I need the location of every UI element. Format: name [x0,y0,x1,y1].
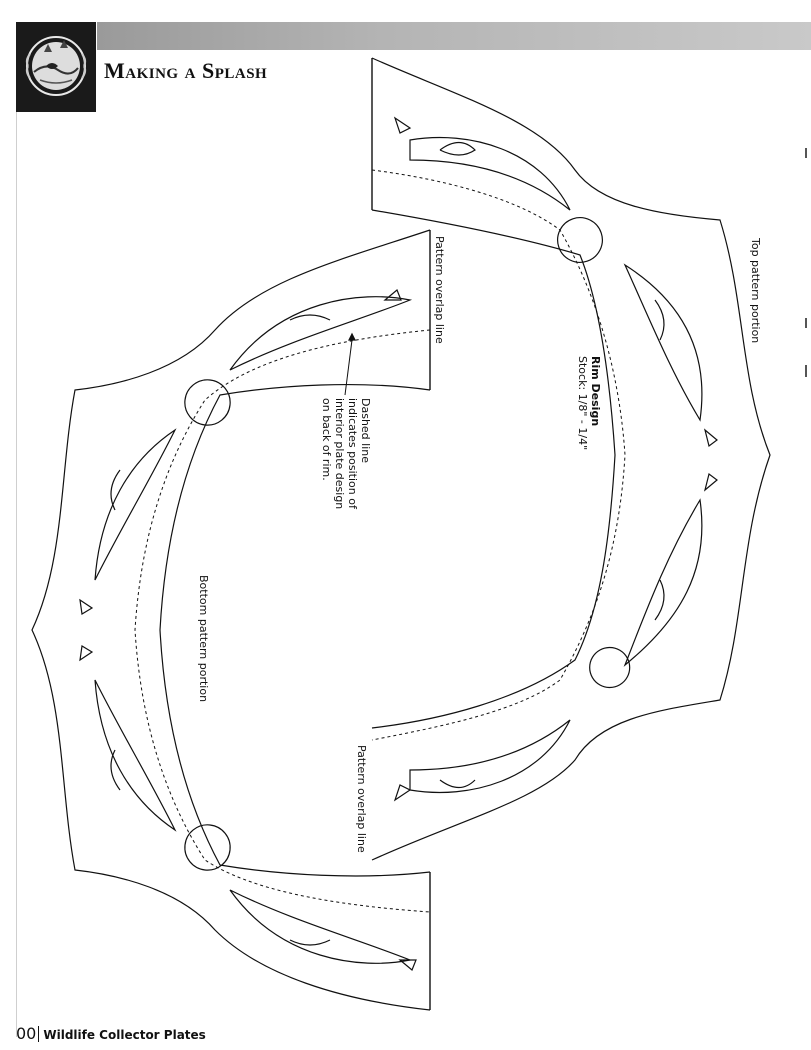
edge-mark [805,318,807,328]
overlap-line-label-top: Pattern overlap line [433,236,446,344]
footer-divider [38,1026,40,1042]
bottom-pattern-portion [31,229,431,1011]
page-footer: 00 Wildlife Collector Plates [16,1024,206,1043]
book-title: Wildlife Collector Plates [43,1028,206,1042]
rim-stock-label: Stock: 1/8" - 1/4" [576,356,589,451]
page-number: 00 [16,1024,37,1043]
title-initial-2: S [201,58,215,83]
bottom-pattern-label: Bottom pattern portion [197,575,210,703]
title-word-1: aking a [125,58,196,83]
chapter-title: Making a Splash [104,58,267,84]
dashed-note-line-1: Dashed line [359,398,372,464]
overlap-line-label-bottom: Pattern overlap line [355,745,368,853]
dashed-note-line-3: interior plate design [333,398,346,510]
top-pattern-label: Top pattern portion [749,238,762,344]
edge-mark [805,148,807,158]
top-pattern-portion [371,57,771,861]
title-word-2: plash [214,58,268,83]
header-bar [97,22,811,50]
page-margin-line [16,22,17,1037]
rim-design-title: Rim Design [589,356,602,427]
edge-mark [805,365,807,377]
fish-scene-icon [25,36,87,96]
title-initial-1: M [104,58,126,83]
chapter-logo [16,22,96,112]
dashed-note-line-4: on back of rim. [320,398,333,481]
dashed-note-line-2: indicates position of [346,398,359,509]
